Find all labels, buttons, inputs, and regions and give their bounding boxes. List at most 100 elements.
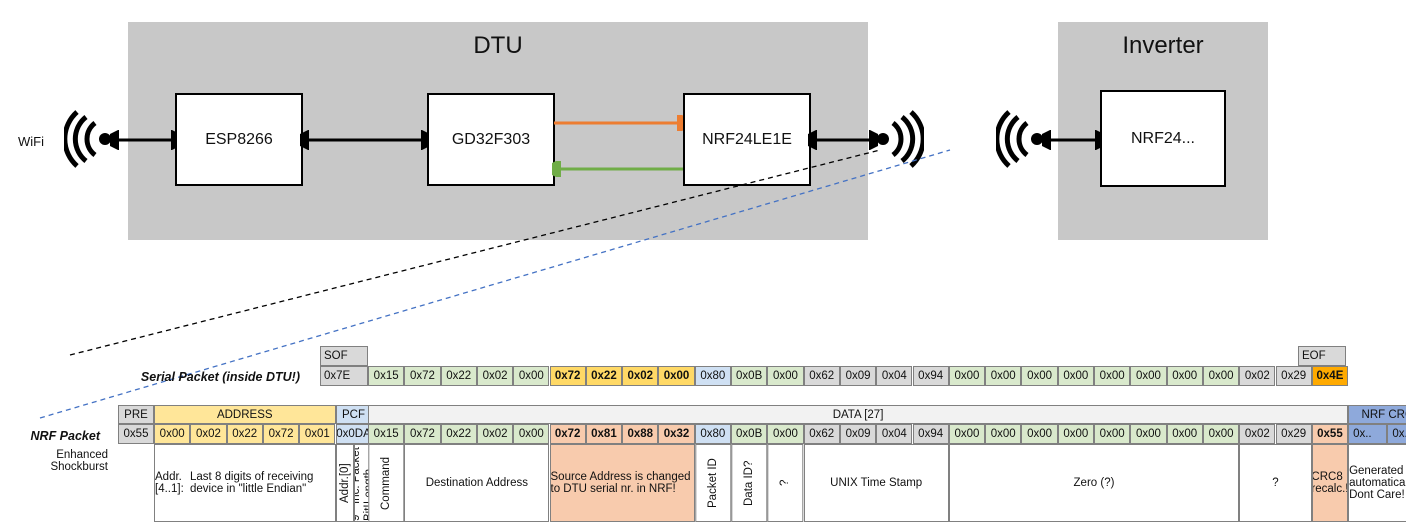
nrf-byte-data: 0x00 <box>1021 424 1058 444</box>
serial-byte: 0x72 <box>549 366 586 386</box>
annotation-unknown-1: ? <box>767 444 804 522</box>
annotation-addr0: Addr.[0] <box>335 444 354 522</box>
chip-gd32f303-label: GD32F303 <box>451 130 531 148</box>
nrf-byte-crc: 0x.. <box>1387 424 1406 444</box>
serial-byte: 0x00 <box>1094 366 1131 386</box>
serial-byte: 0x62 <box>803 366 840 386</box>
arrow-esp-gd32 <box>300 130 430 150</box>
nrf-byte-data: 0x00 <box>1057 424 1094 444</box>
nrf-byte-address: 0x72 <box>262 424 300 444</box>
serial-byte: 0x22 <box>440 366 477 386</box>
packet-tables: Serial Packet (inside DTU!) NRF Packet E… <box>0 330 1406 523</box>
serial-byte: 0x00 <box>948 366 986 386</box>
nrf-byte-address: 0x22 <box>226 424 263 444</box>
nrf-byte-data: 0x22 <box>440 424 477 444</box>
chip-nrf24-label: NRF24... <box>1130 129 1195 147</box>
nrf-byte-data: 0x72 <box>549 424 586 444</box>
serial-byte: 0x15 <box>368 366 405 386</box>
serial-byte: 0x0B <box>731 366 768 386</box>
annotation-crc8: CRC8 recalc.! <box>1311 444 1349 522</box>
chip-gd32f303: GD32F303 <box>427 93 555 186</box>
serial-byte: 0x00 <box>513 366 550 386</box>
nrf-byte-data: 0x00 <box>1166 424 1203 444</box>
nrf-byte-data: 0x81 <box>585 424 623 444</box>
serial-byte: 0x04 <box>876 366 913 386</box>
serial-byte: 0x00 <box>767 366 804 386</box>
sof-header: SOF <box>320 346 368 366</box>
nrf-byte-address: 0x00 <box>154 424 191 444</box>
serial-byte: 0x09 <box>839 366 877 386</box>
nrf-byte-data: 0x00 <box>948 424 986 444</box>
serial-packet-label: Serial Packet (inside DTU!) <box>140 370 300 384</box>
leader-line-serial <box>69 149 881 356</box>
serial-byte: 0x4E <box>1311 366 1349 386</box>
nrf-byte-data: 0x00 <box>767 424 804 444</box>
wifi-label: WiFi <box>18 134 44 149</box>
nrf-byte-data: 0x0B <box>731 424 768 444</box>
nrf-header-address: ADDRESS <box>154 405 336 424</box>
nrf-byte-data: 0x55 <box>1311 424 1349 444</box>
annotation-nrf-crc-note: Generated automatically. Dont Care! <box>1348 444 1406 522</box>
nrf-packet-sublabel: Enhanced Shockburst <box>50 449 108 473</box>
nrf-byte-pre: 0x55 <box>118 424 154 444</box>
nrf-byte-address: 0x02 <box>190 424 227 444</box>
serial-byte: 0x02 <box>476 366 514 386</box>
arrow-nrf-antenna-dtu <box>808 130 878 150</box>
dtu-antenna-icon <box>877 110 924 168</box>
nrf-header-data: DATA [27] <box>368 405 1349 424</box>
nrf-header-crc: NRF CRC <box>1348 405 1406 424</box>
nrf-header-pre: PRE <box>118 405 154 424</box>
nrf-byte-data: 0x09 <box>839 424 877 444</box>
nrf-byte-data: 0x15 <box>368 424 405 444</box>
serial-byte: 0x29 <box>1275 366 1312 386</box>
nrf-byte-data: 0x02 <box>1239 424 1276 444</box>
wifi-antenna-icon <box>64 110 111 168</box>
annotation-data-id: Data ID? <box>731 444 768 522</box>
nrf-byte-data: 0x00 <box>513 424 550 444</box>
arrow-antenna-nrf24 <box>1042 130 1104 150</box>
serial-byte: 0x02 <box>1239 366 1276 386</box>
serial-byte: 0x72 <box>404 366 441 386</box>
arrow-antenna-esp <box>110 130 180 150</box>
eof-header: EOF <box>1298 346 1346 366</box>
sof-value: 0x7E <box>320 366 368 386</box>
nrf-byte-address: 0x01 <box>299 424 336 444</box>
serial-byte: 0x94 <box>912 366 949 386</box>
serial-byte: 0x00 <box>658 366 695 386</box>
arrow-gd32-to-nrf-orange <box>554 115 686 131</box>
nrf-byte-data: 0x32 <box>658 424 695 444</box>
annotation-packet-id: Packet ID <box>694 444 731 522</box>
annotation-zero: Zero (?) <box>948 444 1240 522</box>
annotation-unknown-2: ? <box>1239 444 1312 522</box>
nrf-byte-data: 0x00 <box>985 424 1022 444</box>
nrf-byte-pcf: 0x0DA <box>335 424 372 444</box>
serial-byte: 0x80 <box>694 366 731 386</box>
block-diagram: DTU Inverter WiFi ESP8266 GD32F303 <box>0 0 1406 260</box>
chip-nrf24: NRF24... <box>1100 90 1226 187</box>
nrf-packet-label: NRF Packet <box>30 429 100 443</box>
nrf-byte-data: 0x80 <box>694 424 731 444</box>
annotation-address-note: Addr. [4..1]:Last 8 digits of receiving … <box>154 444 336 522</box>
serial-byte: 0x00 <box>1202 366 1240 386</box>
annotation-source-address: Source Address is changed to DTU serial … <box>549 444 695 522</box>
serial-byte: 0x00 <box>1130 366 1167 386</box>
nrf-header-pcf: PCF <box>335 405 372 424</box>
inverter-title: Inverter <box>1122 32 1204 59</box>
serial-byte: 0x22 <box>585 366 623 386</box>
nrf-byte-data: 0x02 <box>476 424 514 444</box>
chip-nrf24le1e-label: NRF24LE1E <box>702 130 792 148</box>
nrf-byte-data: 0x00 <box>1202 424 1240 444</box>
nrf-byte-data: 0x62 <box>803 424 840 444</box>
nrf-byte-data: 0x29 <box>1275 424 1312 444</box>
nrf-byte-crc: 0x.. <box>1348 424 1388 444</box>
nrf-byte-data: 0x88 <box>622 424 659 444</box>
annotation-command: Command <box>368 444 405 522</box>
serial-byte: 0x00 <box>985 366 1022 386</box>
serial-byte: 0x02 <box>622 366 659 386</box>
serial-byte: 0x00 <box>1021 366 1058 386</box>
dtu-title: DTU <box>473 32 523 59</box>
annotation-destination-address: Destination Address <box>404 444 550 522</box>
annotation-unix-time-stamp: UNIX Time Stamp <box>803 444 949 522</box>
chip-esp8266-label: ESP8266 <box>205 130 273 148</box>
arrow-nrf-to-gd32-green <box>552 161 684 177</box>
